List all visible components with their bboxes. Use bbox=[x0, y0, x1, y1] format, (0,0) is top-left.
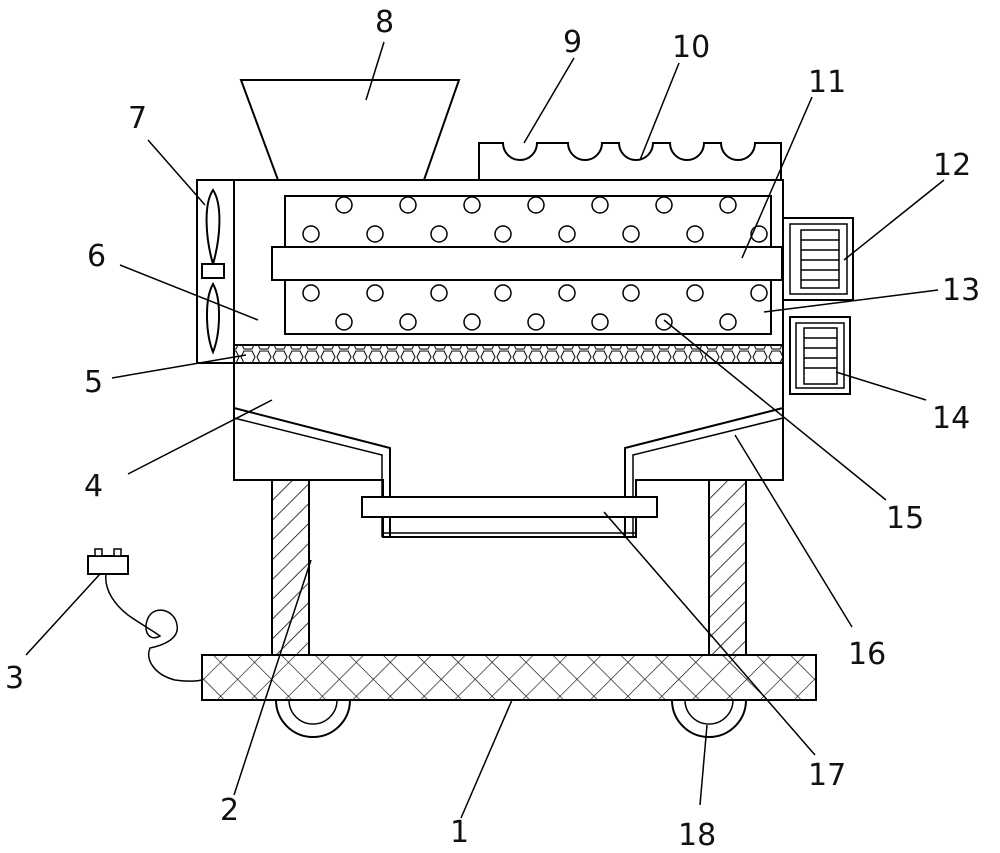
callout-12: 12 bbox=[933, 148, 971, 183]
leader-lines bbox=[25, 41, 945, 819]
callout-5: 5 bbox=[84, 365, 103, 400]
callout-7: 7 bbox=[128, 101, 147, 136]
wheel-right bbox=[671, 699, 747, 738]
drum-hole bbox=[527, 196, 545, 214]
drum-shaft bbox=[271, 246, 783, 281]
callout-3: 3 bbox=[5, 661, 24, 696]
drum-hole bbox=[622, 225, 640, 243]
heating-cover bbox=[478, 142, 782, 180]
callout-9: 9 bbox=[563, 25, 582, 60]
drum-holes bbox=[302, 196, 768, 331]
callout-labels: 1 2 3 4 5 6 7 8 9 10 11 12 13 14 15 16 1… bbox=[5, 5, 980, 853]
drum-hole bbox=[591, 313, 609, 331]
drum-hole bbox=[463, 313, 481, 331]
callout-4: 4 bbox=[84, 469, 103, 504]
drum-hole bbox=[750, 225, 768, 243]
fan-icon bbox=[201, 188, 225, 355]
drum-hole bbox=[686, 284, 704, 302]
drum-hole bbox=[655, 313, 673, 331]
drum-hole bbox=[558, 225, 576, 243]
drum-hole bbox=[719, 313, 737, 331]
drum-hole bbox=[686, 225, 704, 243]
drum-hole bbox=[430, 225, 448, 243]
callout-13: 13 bbox=[942, 273, 980, 308]
callout-11: 11 bbox=[808, 65, 846, 100]
drum-hole bbox=[399, 313, 417, 331]
feed-hopper bbox=[239, 79, 461, 181]
callout-2: 2 bbox=[220, 793, 239, 828]
power-plug bbox=[87, 548, 129, 575]
callout-18: 18 bbox=[678, 818, 716, 853]
drive-motor-lower bbox=[789, 316, 851, 395]
drum-hole bbox=[591, 196, 609, 214]
drum-hole bbox=[366, 284, 384, 302]
callout-15: 15 bbox=[886, 501, 924, 536]
drum-hole bbox=[655, 196, 673, 214]
drum-hole bbox=[302, 225, 320, 243]
drum-hole bbox=[622, 284, 640, 302]
drum-hole bbox=[335, 196, 353, 214]
drive-motor-upper bbox=[782, 217, 854, 301]
wheel-left bbox=[275, 699, 351, 738]
drum-hole bbox=[302, 284, 320, 302]
drum-hole bbox=[527, 313, 545, 331]
drum-hole bbox=[399, 196, 417, 214]
drum-hole bbox=[463, 196, 481, 214]
support-leg-left bbox=[271, 479, 310, 656]
support-leg-right bbox=[708, 479, 747, 656]
drum-hole bbox=[719, 196, 737, 214]
drum-hole bbox=[494, 284, 512, 302]
callout-10: 10 bbox=[672, 30, 710, 65]
drum-hole bbox=[430, 284, 448, 302]
callout-8: 8 bbox=[375, 5, 394, 40]
base-plate bbox=[201, 654, 817, 701]
fan-compartment bbox=[196, 179, 235, 364]
drum-hole bbox=[494, 225, 512, 243]
screen-mesh bbox=[233, 344, 784, 364]
callout-16: 16 bbox=[848, 637, 886, 672]
hopper-body bbox=[233, 363, 784, 538]
drum-hole bbox=[558, 284, 576, 302]
drum-hole bbox=[750, 284, 768, 302]
drum-hole bbox=[335, 313, 353, 331]
collection-tray bbox=[361, 496, 658, 518]
callout-14: 14 bbox=[932, 401, 970, 436]
callout-17: 17 bbox=[808, 758, 846, 793]
power-cable bbox=[105, 573, 203, 682]
callout-6: 6 bbox=[87, 239, 106, 274]
drum-hole bbox=[366, 225, 384, 243]
callout-1: 1 bbox=[450, 815, 469, 850]
